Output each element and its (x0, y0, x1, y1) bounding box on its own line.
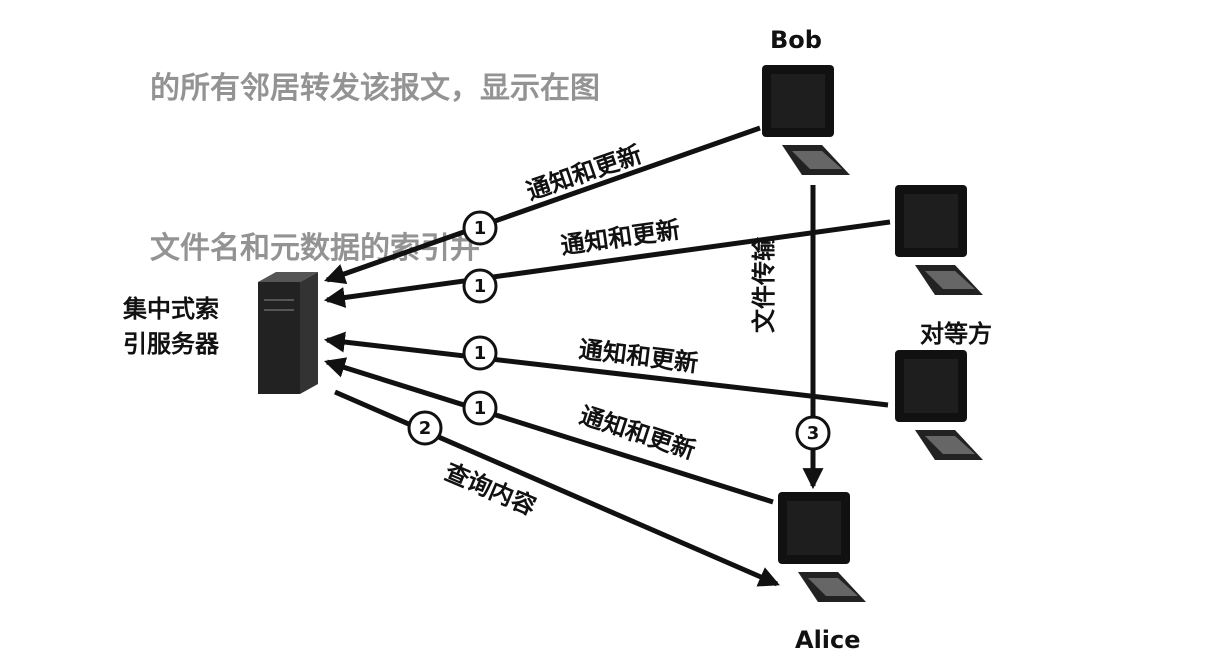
query-arrow (334, 389, 780, 587)
background-text: 文件名和元数据的索引并 (150, 231, 480, 266)
step-badge: 2 (407, 410, 443, 446)
peer-computer (895, 350, 983, 460)
alice-label: Alice (795, 626, 861, 654)
notify-arrow-peer1 (323, 219, 891, 308)
background-text: 的所有邻居转发该报文，显示在图 (150, 71, 600, 106)
edge-label-transfer: 文件传输 (750, 236, 778, 333)
peers-label: 对等方 (920, 320, 992, 348)
alice-computer (778, 492, 866, 602)
svg-text:1: 1 (474, 398, 487, 419)
edge-label-query: 查询内容 (441, 458, 540, 521)
step-badge: 1 (462, 335, 498, 371)
step-badge: 1 (462, 390, 498, 426)
step-badge: 1 (462, 268, 498, 304)
bob-computer (762, 65, 850, 175)
svg-text:2: 2 (419, 418, 432, 439)
edge-label-notify: 通知和更新 (523, 140, 646, 206)
notify-arrow-bob (324, 125, 761, 284)
server-label: 引服务器 (123, 330, 220, 358)
step-badge: 3 (795, 415, 831, 451)
svg-text:1: 1 (474, 276, 487, 297)
svg-text:1: 1 (474, 218, 487, 239)
server-label: 集中式索 (122, 295, 219, 323)
edge-label-notify: 通知和更新 (576, 401, 699, 465)
notify-arrow-peer2 (323, 331, 889, 408)
index-server (258, 272, 318, 394)
bob-label: Bob (770, 26, 822, 54)
peer-computer (895, 185, 983, 295)
svg-text:1: 1 (474, 343, 487, 364)
notify-arrow-alice (323, 357, 774, 505)
step-badge: 1 (462, 210, 498, 246)
svg-text:3: 3 (807, 423, 820, 444)
